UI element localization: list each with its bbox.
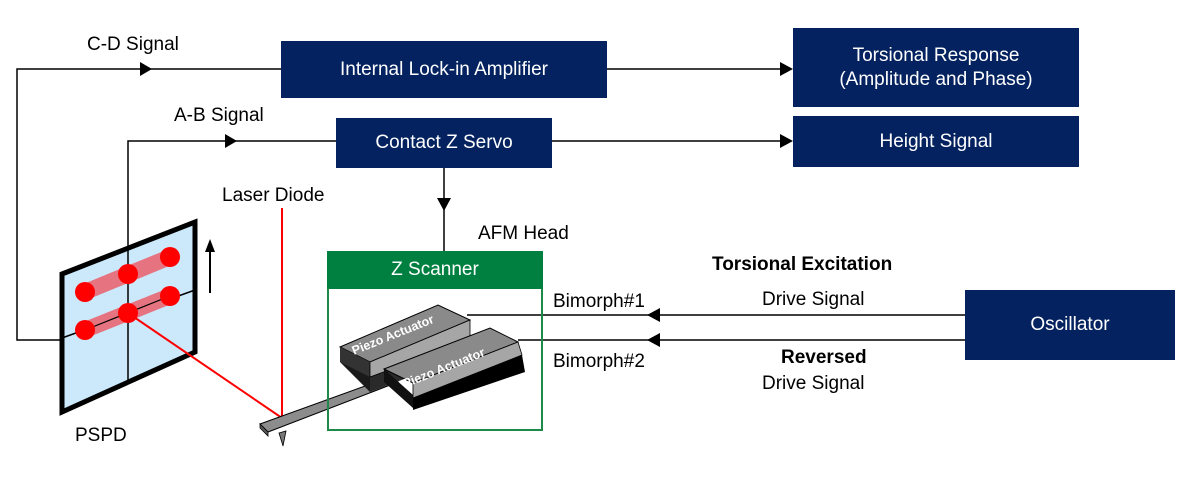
torsional-response-label: Torsional Response xyxy=(852,44,1020,66)
ab-signal-line xyxy=(127,140,336,290)
lockin-amplifier-label: Internal Lock-in Amplifier xyxy=(339,58,549,80)
torsional-arrow-icon xyxy=(780,62,793,76)
cd-signal-label: C-D Signal xyxy=(87,34,179,55)
ab-signal-label: A-B Signal xyxy=(174,105,264,126)
torsional-response-sublabel: (Amplitude and Phase) xyxy=(839,68,1033,90)
laser-spot xyxy=(75,282,95,302)
laser-diode-label: Laser Diode xyxy=(222,185,325,206)
laser-beam-reflected xyxy=(127,312,283,419)
bimorph2-label: Bimorph#2 xyxy=(553,351,645,372)
laser-spot xyxy=(75,320,95,340)
oscillator-label: Oscillator xyxy=(1030,314,1110,336)
lockin-amplifier-block: Internal Lock-in Amplifier xyxy=(281,41,607,98)
height-signal-label: Height Signal xyxy=(879,130,993,152)
cd-arrow-icon xyxy=(140,62,152,76)
reversed-drive-signal-label: Drive Signal xyxy=(762,373,865,394)
pspd-detector xyxy=(59,218,198,416)
oscillator-block: Oscillator xyxy=(965,290,1175,360)
torsional-response-block: Torsional Response (Amplitude and Phase) xyxy=(793,28,1079,107)
servo-down-arrow-icon xyxy=(437,198,451,211)
height-signal-block: Height Signal xyxy=(793,116,1079,167)
laser-spot xyxy=(118,264,138,284)
ab-arrow-icon xyxy=(225,134,237,148)
bimorph1-label: Bimorph#1 xyxy=(553,291,645,312)
laser-spot xyxy=(160,247,180,267)
contact-z-servo-label: Contact Z Servo xyxy=(375,132,513,154)
height-arrow-icon xyxy=(780,134,793,148)
z-scanner-header: Z Scanner xyxy=(327,251,543,289)
torsional-excitation-label: Torsional Excitation xyxy=(712,254,893,275)
z-scanner-label: Z Scanner xyxy=(391,259,479,280)
drive-signal-label: Drive Signal xyxy=(762,289,865,310)
bimorph1-arrow-icon xyxy=(647,308,660,322)
up-arrow-icon xyxy=(205,239,215,252)
pspd-label: PSPD xyxy=(75,425,127,446)
tip xyxy=(278,430,287,447)
afm-head-label: AFM Head xyxy=(478,223,569,244)
piezo-actuator-2 xyxy=(382,327,525,410)
laser-spot xyxy=(160,286,180,306)
contact-z-servo-block: Contact Z Servo xyxy=(336,118,552,168)
reversed-label: Reversed xyxy=(781,347,867,368)
bimorph2-arrow-icon xyxy=(647,333,660,347)
